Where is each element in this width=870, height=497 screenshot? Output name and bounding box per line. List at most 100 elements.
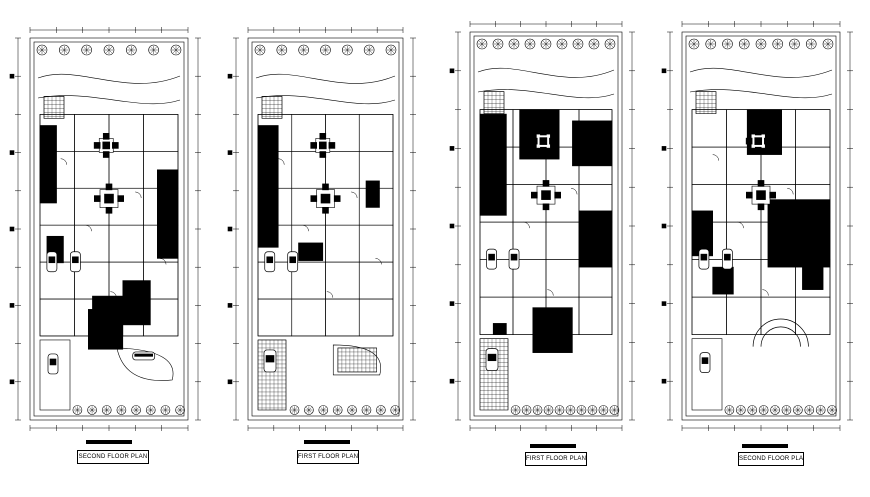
chair xyxy=(554,191,562,199)
tree-branch xyxy=(74,407,78,411)
title-bar-4 xyxy=(742,444,788,448)
room xyxy=(545,259,580,298)
tree xyxy=(342,44,353,56)
wall-block xyxy=(257,125,279,248)
tree-branch xyxy=(556,407,560,411)
tree-branch xyxy=(173,49,177,53)
tree-branch xyxy=(390,49,394,53)
tree-branch xyxy=(347,49,351,53)
tree-branch xyxy=(529,41,533,45)
tree xyxy=(510,405,521,415)
tree-branch xyxy=(106,47,110,51)
car xyxy=(508,248,520,270)
wall-block xyxy=(572,120,613,167)
tree-canopy xyxy=(148,44,159,56)
tree-branch xyxy=(577,43,581,47)
tree-branch xyxy=(825,41,829,45)
tree-branch xyxy=(323,407,326,411)
tree-branch xyxy=(395,407,398,411)
tree-branch xyxy=(527,41,531,45)
chair xyxy=(328,142,336,149)
tree-branch xyxy=(173,47,177,51)
chair xyxy=(319,151,327,158)
table-center xyxy=(541,190,551,200)
landscape-curve xyxy=(37,73,181,84)
tree-branch xyxy=(306,407,310,411)
tree xyxy=(390,405,401,415)
tree-canopy xyxy=(342,44,353,56)
tree-branch xyxy=(481,43,485,47)
tree-branch xyxy=(106,49,110,53)
plan-second-floor-left xyxy=(9,27,201,431)
tree-branch xyxy=(369,47,373,51)
tile-border xyxy=(43,96,65,119)
tree-canopy xyxy=(254,44,266,56)
tree-branch xyxy=(334,409,338,413)
tree-branch xyxy=(567,407,571,411)
tree-canopy xyxy=(508,38,520,50)
tree-branch xyxy=(390,47,394,51)
tree-canopy xyxy=(160,405,171,415)
landscape-curve xyxy=(689,67,833,78)
tree-branch xyxy=(380,409,384,413)
wall-block xyxy=(492,323,507,335)
dining-table xyxy=(94,183,124,214)
tree-branch xyxy=(741,43,745,47)
table-center xyxy=(102,141,111,150)
tree-branch xyxy=(592,407,596,411)
tree-canopy xyxy=(376,405,386,415)
tree-branch xyxy=(794,43,798,47)
tree xyxy=(772,38,784,50)
tree-canopy xyxy=(815,405,826,415)
tile-border xyxy=(695,91,717,114)
tree-canopy xyxy=(318,405,329,415)
tree xyxy=(116,405,127,415)
tree-branch xyxy=(534,407,538,411)
tree-branch xyxy=(772,409,776,413)
tree xyxy=(804,405,815,415)
car xyxy=(70,251,81,273)
tree-canopy xyxy=(59,44,70,56)
tree-branch xyxy=(559,409,563,413)
car xyxy=(46,251,58,273)
chair xyxy=(764,137,771,145)
tree-canopy xyxy=(822,38,834,50)
car-windshield xyxy=(265,355,275,363)
tree-branch xyxy=(827,41,831,45)
tree-branch xyxy=(752,407,755,411)
tree-canopy xyxy=(736,405,746,415)
tree-branch xyxy=(61,47,65,51)
room xyxy=(39,298,75,337)
tree xyxy=(755,38,767,50)
car xyxy=(699,352,711,373)
tree-branch xyxy=(64,49,68,53)
chair xyxy=(102,151,110,158)
tree-branch xyxy=(794,41,798,45)
wall-block xyxy=(298,242,324,261)
tree xyxy=(598,405,609,415)
tree-branch xyxy=(511,43,515,47)
tree-branch xyxy=(366,49,370,53)
tree-canopy xyxy=(492,38,504,50)
tree-branch xyxy=(581,407,585,411)
driveway xyxy=(691,338,723,411)
tree-canopy xyxy=(390,405,401,415)
landscape-curve xyxy=(255,95,396,105)
room xyxy=(726,296,762,335)
door-swing xyxy=(762,289,769,296)
tree-branch xyxy=(829,407,833,411)
grid-tag xyxy=(9,150,15,155)
tree xyxy=(492,38,504,50)
tree-branch xyxy=(786,409,790,413)
tree-branch xyxy=(281,49,285,53)
curved-patio xyxy=(332,344,382,376)
tree-branch xyxy=(133,409,137,413)
tree-branch xyxy=(543,41,547,45)
wall-block xyxy=(365,180,380,208)
car-windshield xyxy=(48,256,56,264)
chair xyxy=(754,128,762,136)
tree-branch xyxy=(131,49,135,53)
tree-branch xyxy=(567,409,571,413)
tree-branch xyxy=(349,409,353,413)
